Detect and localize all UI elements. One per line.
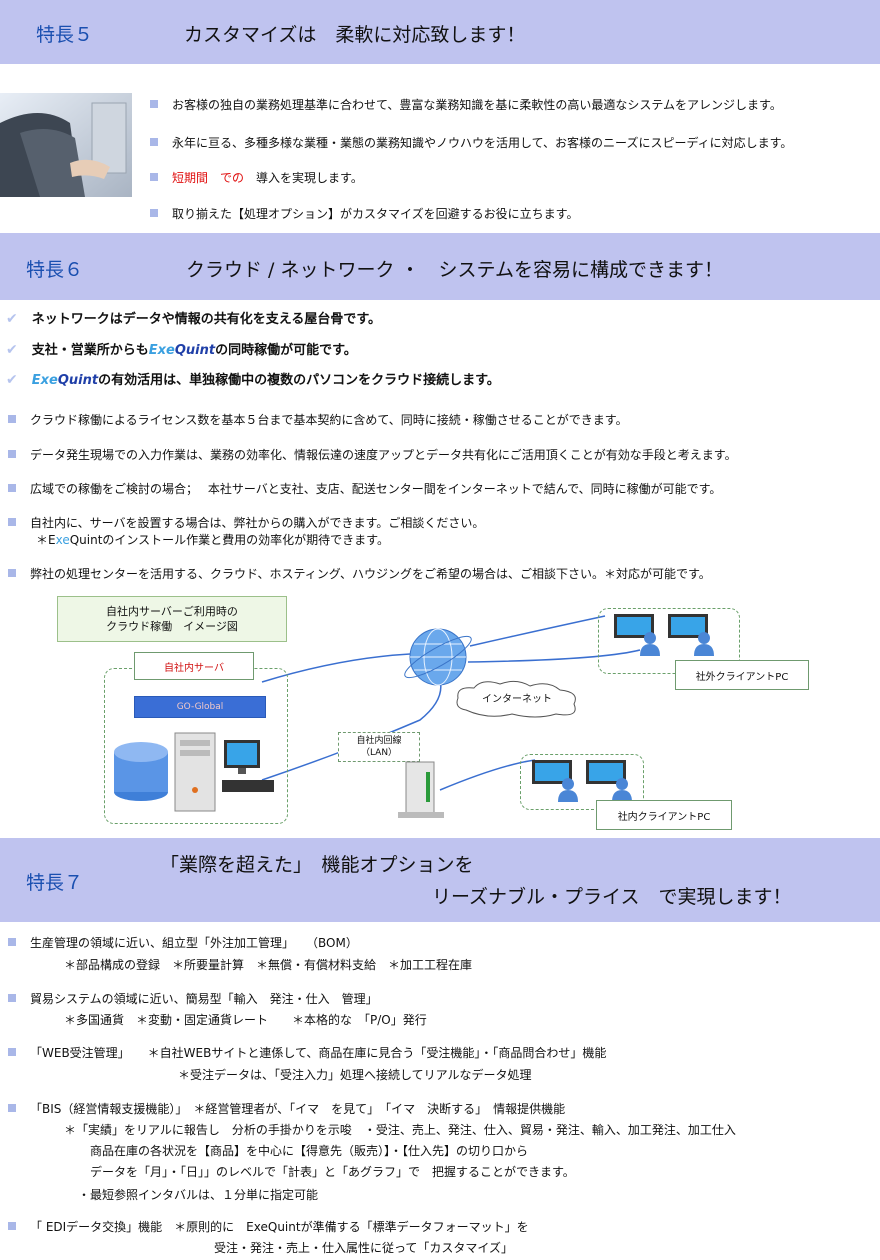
short-term-highlight: 短期間 での (172, 171, 245, 185)
feature-7-item-4: 「BIS（経営情報支援機能）」 ＊経営管理者が、「イマ を見て」 「イマ 決断す… (8, 1101, 565, 1117)
internal-server-label: 自社内サーバ (134, 652, 254, 680)
lan-label: 自社内回線（LAN） (338, 732, 420, 762)
internal-pc-icon-1 (532, 760, 578, 802)
feature-7-title-line1: 「業際を超えた」 機能オプションを (160, 854, 474, 876)
feature-6-bullet-4-sub: ＊ExeQuintのインストール作業と費用の効率化が期待できます。 (36, 533, 389, 547)
feature-7-item-3: 「WEB受注管理」 ＊自社WEBサイトと連係して、商品在庫に見合う「受注機能」・… (8, 1045, 606, 1061)
feature-6-bullet-4: 自社内に、サーバを設置する場合は、弊社からの購入ができます。ご相談ください。 (8, 515, 484, 531)
feature-5-bullet-1: お客様の独自の業務処理基準に合わせて、豊富な業務知識を基に柔軟性の高い最適なシス… (150, 97, 782, 113)
check-icon: ✔ (6, 342, 18, 358)
feature-6-bullet-2: データ発生現場での入力作業は、業務の効率化、情報伝達の速度アップとデータ共有化に… (8, 447, 737, 463)
feature-6-banner: 特長６ クラウド / ネットワーク ・ システムを容易に構成できます！ (0, 233, 880, 300)
feature-5-number: 特長５ (36, 24, 94, 46)
feature-7-item-4-sub-1: ＊「実績」をリアルに報告し 分析の手掛かりを示唆 ・受注、売上、発注、仕入、貿易… (64, 1123, 736, 1137)
cloud-diagram: 自社内サーバーご利用時のクラウド稼働 イメージ図 自社内サーバ GO-Globa… (0, 590, 880, 830)
feature-7-item-4-sub-3: データを「月」・「日」」のレベルで「計表」と「あグラフ」で 把握することができま… (90, 1165, 575, 1179)
internal-pc-icon-2 (586, 760, 632, 802)
feature-7-number: 特長７ (26, 872, 84, 894)
check-icon: ✔ (6, 372, 18, 388)
feature-7-item-5-sub: 受注・発注・売上・仕入属性に従って「カスタマイズ」 (214, 1241, 514, 1255)
feature-6-bullet-3: 広域での稼働をご検討の場合； 本社サーバと支社、支店、配送センター間をインターネ… (8, 481, 721, 497)
feature-5-banner: 特長５ カスタマイズは 柔軟に対応致します！ (0, 0, 880, 64)
feature-5-bullet-2: 永年に亘る、多種多様な業種・業態の業務知識やノウハウを活用して、お客様のニーズに… (150, 135, 792, 151)
feature-6-title: クラウド / ネットワーク ・ システムを容易に構成できます！ (186, 259, 723, 281)
server-tower-icon (174, 732, 216, 812)
external-pc-label: 社外クライアントPC (675, 660, 809, 690)
database-icon (114, 742, 168, 801)
feature-5-bullet-4: 取り揃えた【処理オプション】がカスタマイズを回避するお役に立ちます。 (150, 206, 578, 222)
internal-pc-zone (520, 754, 644, 810)
external-pc-zone (598, 608, 740, 674)
feature-7-item-2-sub: ＊多国通貨 ＊変動・固定通貨レート ＊本格的な 「P/O」発行 (64, 1013, 427, 1027)
feature-6-bullet-1: クラウド稼働によるライセンス数を基本５台まで基本契約に含めて、同時に接続・稼働さ… (8, 412, 628, 428)
goglobal-bar: GO-Global (134, 696, 266, 718)
external-pc-icon-2 (668, 614, 714, 656)
internet-label: インターネット (482, 694, 552, 705)
feature-7-item-4-sub-4: ・最短参照インタバルは、１分単に指定可能 (78, 1188, 319, 1202)
check-item-1: ✔ネットワークはデータや情報の共有化を支える屋台骨です。 (6, 311, 382, 327)
feature-7-item-2: 貿易システムの領域に近い、簡易型「輸入 発注・仕入 管理」 (8, 991, 378, 1007)
feature-5-bullet-3: 短期間 での 導入を実現します。 (150, 170, 363, 186)
router-icon (398, 761, 444, 818)
feature-6-bullet-5: 弊社の処理センターを活用する、クラウド、ホスティング、ハウジングをご希望の場合は… (8, 566, 711, 582)
check-icon: ✔ (6, 311, 18, 327)
exequint-logo-text: ExeQuint (31, 373, 99, 388)
internal-pc-label: 社内クライアントPC (596, 800, 732, 830)
feature-7-item-5: 「 EDIデータ交換」機能 ＊原則的に ExeQuintが準備する「標準データフ… (8, 1219, 529, 1235)
internet-globe-icon (404, 628, 472, 686)
feature-7-item-4-sub-2: 商品在庫の各状況を【商品】を中心に【得意先（販売）】・【仕入先】の切り口から (90, 1144, 529, 1158)
check-item-2: ✔支社・営業所からもExeQuintの同時稼働が可能です。 (6, 342, 357, 358)
desktop-monitor-icon (222, 740, 274, 792)
feature-7-item-3-sub: ＊受注データは、「受注入力」処理へ接続してリアルなデータ処理 (178, 1068, 532, 1082)
feature-7-item-1: 生産管理の領域に近い、組立型「外注加工管理」 （BOM） (8, 935, 358, 951)
exequint-logo-text: ExeQuint (148, 343, 216, 358)
diagram-caption: 自社内サーバーご利用時のクラウド稼働 イメージ図 (57, 596, 287, 642)
businessman-photo (0, 93, 132, 197)
feature-5-title: カスタマイズは 柔軟に対応致します！ (184, 24, 526, 46)
check-item-3: ✔ExeQuintの有効活用は、単独稼働中の複数のパソコンをクラウド接続します。 (6, 372, 500, 388)
feature-6-number: 特長６ (26, 259, 84, 281)
external-pc-icon-1 (614, 614, 660, 656)
feature-7-banner: 特長７ 「業際を超えた」 機能オプションを リーズナブル・プライス で実現します… (0, 838, 880, 922)
feature-7-title-line2: リーズナブル・プライス で実現します！ (432, 886, 792, 908)
feature-7-item-1-sub: ＊部品構成の登録 ＊所要量計算 ＊無償・有償材料支給 ＊加工工程在庫 (64, 958, 473, 972)
internet-cloud-icon (456, 680, 576, 718)
